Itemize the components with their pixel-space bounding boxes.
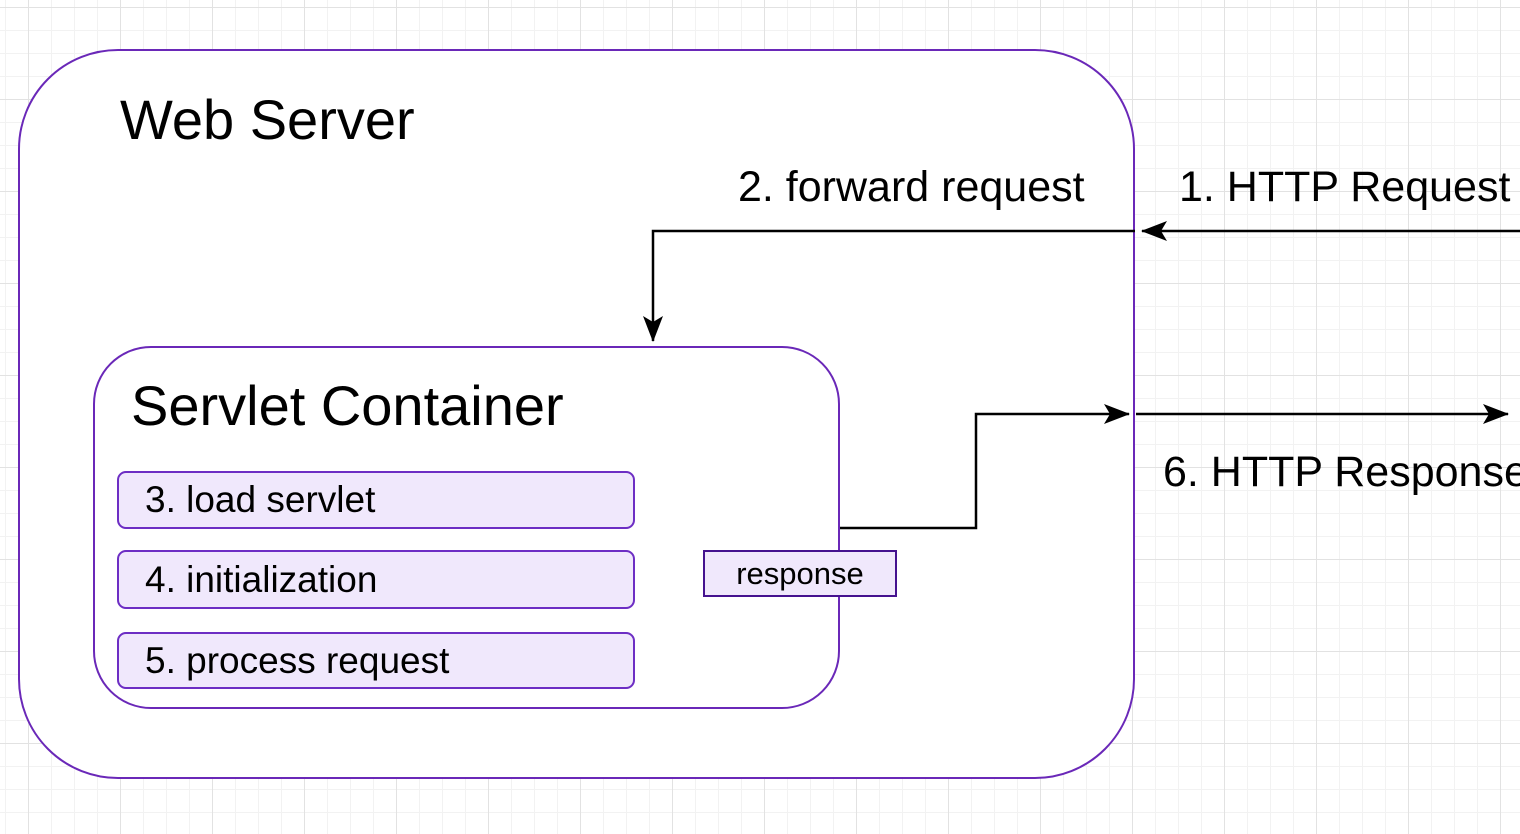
step-load-servlet-label: 3. load servlet bbox=[145, 479, 376, 520]
http-response-label: 6. HTTP Response bbox=[1163, 448, 1520, 496]
response-box: response bbox=[703, 550, 897, 597]
http-request-label: 1. HTTP Request bbox=[1179, 163, 1511, 211]
step-load-servlet: 3. load servlet bbox=[117, 471, 635, 529]
response-box-label: response bbox=[736, 555, 864, 591]
step-process-request-label: 5. process request bbox=[145, 639, 450, 681]
servlet-container-title: Servlet Container bbox=[131, 374, 564, 437]
step-initialization: 4. initialization bbox=[117, 550, 635, 609]
step-process-request: 5. process request bbox=[117, 632, 635, 689]
forward-request-label: 2. forward request bbox=[738, 163, 1085, 211]
step-initialization-label: 4. initialization bbox=[145, 558, 378, 600]
web-server-title: Web Server bbox=[120, 88, 415, 151]
